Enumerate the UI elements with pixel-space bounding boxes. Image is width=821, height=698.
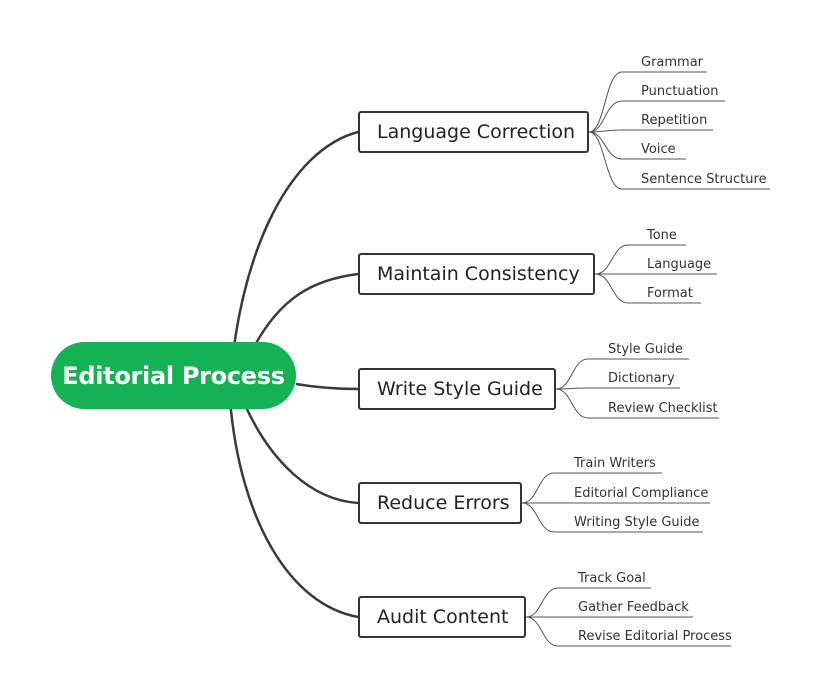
branch-label: Reduce Errors: [377, 492, 510, 514]
leaf-connectors-audit-content: [525, 587, 731, 647]
leaf-connectors-reduce-errors: [521, 472, 710, 533]
leaf-voice[interactable]: Voice: [641, 142, 676, 157]
branch-label: Maintain Consistency: [377, 263, 580, 285]
root-node-label: Editorial Process: [62, 361, 285, 390]
leaf-gather-feedback[interactable]: Gather Feedback: [578, 600, 689, 615]
leaf-punctuation[interactable]: Punctuation: [641, 84, 719, 99]
connector-root-reduce-errors: [243, 404, 359, 505]
connector-root-audit-content: [228, 399, 359, 619]
leaf-revise-editorial-process[interactable]: Revise Editorial Process: [578, 629, 732, 644]
leaf-connectors-maintain-consistency: [594, 244, 717, 304]
branch-label: Audit Content: [377, 606, 509, 628]
leaf-writing-style-guide[interactable]: Writing Style Guide: [574, 515, 700, 530]
leaf-review-checklist[interactable]: Review Checklist: [608, 401, 718, 416]
connector-root-write-style-guide: [295, 382, 359, 391]
leaf-grammar[interactable]: Grammar: [641, 55, 704, 70]
connector-root-language-correction: [228, 130, 359, 386]
leaf-style-guide[interactable]: Style Guide: [608, 342, 683, 357]
branch-label: Write Style Guide: [377, 378, 543, 400]
leaf-train-writers[interactable]: Train Writers: [574, 456, 656, 471]
leaf-format[interactable]: Format: [647, 286, 693, 301]
branch-node-write-style-guide[interactable]: Write Style Guide: [358, 368, 556, 410]
leaf-repetition[interactable]: Repetition: [641, 113, 708, 128]
branch-node-language-correction[interactable]: Language Correction: [358, 111, 589, 153]
branch-node-reduce-errors[interactable]: Reduce Errors: [358, 482, 522, 524]
branch-label: Language Correction: [377, 121, 576, 143]
leaf-track-goal[interactable]: Track Goal: [578, 571, 646, 586]
leaf-sentence-structure[interactable]: Sentence Structure: [641, 172, 767, 187]
leaf-connectors-language-correction: [588, 71, 770, 190]
leaf-dictionary[interactable]: Dictionary: [608, 371, 675, 386]
branch-node-maintain-consistency[interactable]: Maintain Consistency: [358, 253, 595, 295]
leaf-connectors-write-style-guide: [555, 358, 719, 419]
connector-root-maintain-consistency: [253, 272, 359, 346]
root-node-editorial-process[interactable]: Editorial Process: [51, 342, 296, 409]
leaf-tone[interactable]: Tone: [647, 228, 677, 243]
leaf-language[interactable]: Language: [647, 257, 712, 272]
leaf-editorial-compliance[interactable]: Editorial Compliance: [574, 486, 709, 501]
branch-node-audit-content[interactable]: Audit Content: [358, 596, 526, 638]
